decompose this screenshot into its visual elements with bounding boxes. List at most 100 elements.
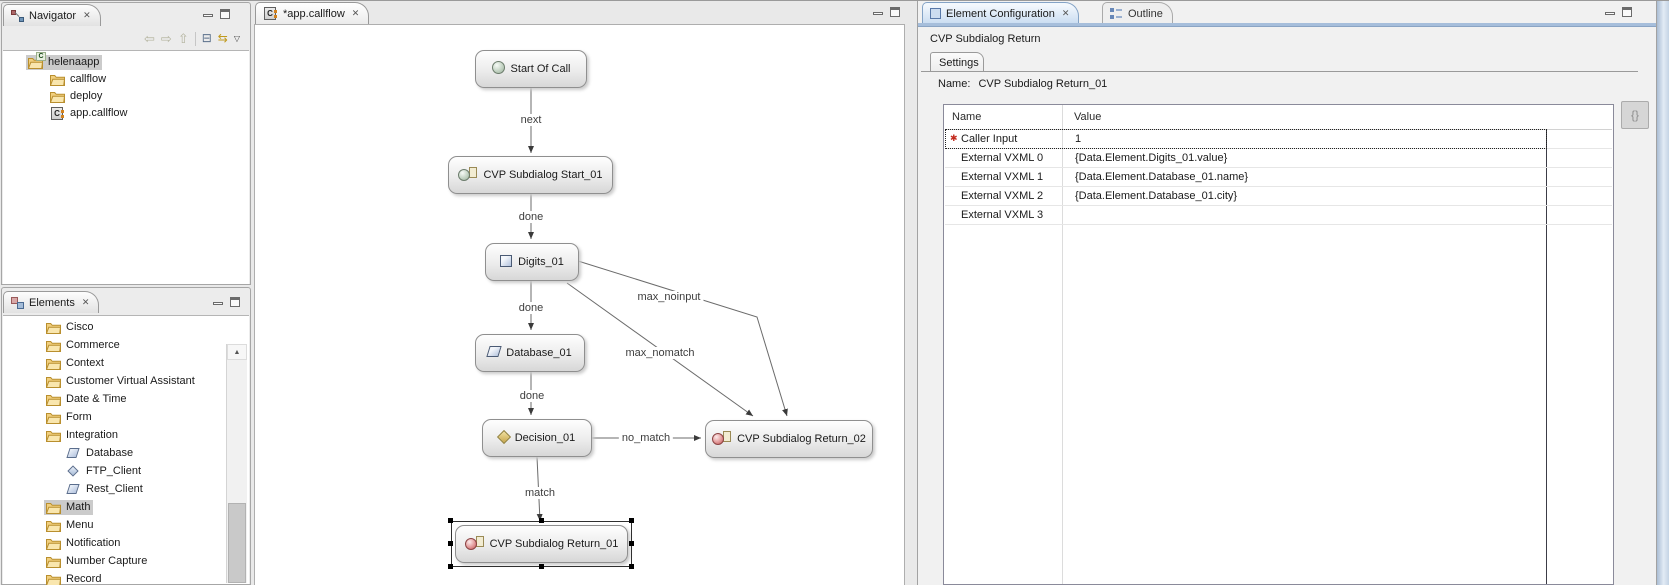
tab-app-callflow[interactable]: C *app.callflow ✕	[255, 2, 370, 24]
tree-item-menu[interactable]: Menu	[3, 516, 225, 534]
selection-handle[interactable]	[448, 518, 453, 523]
selection-handle[interactable]	[448, 541, 453, 546]
scroll-up-icon[interactable]: ▲	[227, 344, 247, 360]
setting-row-caller-input[interactable]: ✱Caller Input 1	[945, 129, 1612, 149]
column-header-value[interactable]: Value	[1074, 111, 1102, 123]
tree-item-context[interactable]: Context	[3, 354, 225, 372]
required-icon: ✱	[950, 133, 958, 143]
setting-value[interactable]: {Data.Element.Database_01.name}	[1075, 171, 1249, 183]
flow-node-cvp-subdialog-start-01[interactable]: CVP Subdialog Start_01	[448, 156, 613, 194]
connection-label-match[interactable]: match	[522, 487, 558, 499]
tab-navigator[interactable]: Navigator ✕	[3, 4, 101, 26]
flow-node-start-of-call[interactable]: Start Of Call	[475, 50, 587, 88]
tree-item-label: Menu	[66, 519, 94, 531]
close-icon[interactable]: ✕	[81, 297, 90, 307]
maximize-icon[interactable]	[220, 9, 230, 19]
folder-icon	[49, 90, 65, 103]
maximize-icon[interactable]	[230, 297, 240, 307]
selection-handle[interactable]	[629, 541, 634, 546]
connection-label-done[interactable]: done	[515, 211, 547, 223]
close-icon[interactable]: ✕	[83, 10, 91, 20]
tree-item-commerce[interactable]: Commerce	[3, 336, 225, 354]
selection-handle[interactable]	[538, 518, 544, 523]
minimize-icon[interactable]	[203, 14, 213, 17]
tab-element-configuration[interactable]: Element Configuration ✕	[922, 2, 1080, 24]
flow-node-database-01[interactable]: Database_01	[475, 334, 585, 372]
tab-elements[interactable]: Elements ✕	[3, 291, 100, 313]
setting-name: Caller Input	[961, 133, 1018, 145]
tree-item-math[interactable]: Math	[3, 498, 225, 516]
connection-label-max-nomatch[interactable]: max_nomatch	[622, 347, 698, 359]
setting-value[interactable]: 1	[1075, 133, 1082, 145]
forward-icon[interactable]: ⇨	[160, 31, 172, 46]
tree-item-deploy[interactable]: deploy	[3, 87, 225, 105]
collapse-all-icon[interactable]: ⊟	[201, 31, 212, 45]
tree-item-notification[interactable]: Notification	[3, 534, 225, 552]
selection-handle[interactable]	[629, 518, 634, 523]
folder-icon	[45, 537, 61, 550]
tree-item-ftp-client[interactable]: FTP_Client	[3, 462, 225, 480]
link-with-editor-icon[interactable]: ⇆	[217, 31, 228, 45]
tree-item-form[interactable]: Form	[3, 408, 225, 426]
minimize-icon[interactable]	[873, 12, 883, 15]
connection-label-next[interactable]: next	[517, 114, 545, 126]
column-header-name[interactable]: Name	[952, 111, 982, 123]
tree-item-date-time[interactable]: Date & Time	[3, 390, 225, 408]
connection-label-done[interactable]: done	[515, 302, 547, 314]
tree-item-label: callflow	[70, 73, 107, 85]
selection-handle[interactable]	[629, 564, 634, 569]
tree-item-customer-virtual-assistant[interactable]: Customer Virtual Assistant	[3, 372, 225, 390]
tree-item-callflow[interactable]: callflow	[3, 70, 225, 88]
tab-settings[interactable]: Settings	[930, 52, 984, 72]
selection-handle[interactable]	[448, 564, 453, 569]
view-menu-icon[interactable]: ▽	[233, 34, 240, 43]
callflow-file-icon: C	[262, 7, 278, 20]
setting-value[interactable]: {Data.Element.Database_01.city}	[1075, 190, 1238, 202]
up-icon[interactable]: ⇧	[177, 31, 189, 46]
tree-item-cisco[interactable]: Cisco	[3, 318, 225, 336]
scrollbar-thumb[interactable]	[228, 503, 246, 583]
flow-node-cvp-subdialog-return-01[interactable]: CVP Subdialog Return_01	[455, 525, 628, 563]
close-icon[interactable]: ✕	[1061, 8, 1070, 18]
maximize-icon[interactable]	[1622, 7, 1632, 17]
tree-item-database[interactable]: Database	[3, 444, 225, 462]
tree-item-number-capture[interactable]: Number Capture	[3, 552, 225, 570]
flow-node-decision-01[interactable]: Decision_01	[482, 419, 592, 457]
tree-item-integration[interactable]: Integration	[3, 426, 225, 444]
setting-row-external-vxml-3[interactable]: External VXML 3	[945, 206, 1612, 225]
close-icon[interactable]: ✕	[351, 8, 360, 18]
minimize-icon[interactable]	[1605, 12, 1615, 15]
setting-row-external-vxml-0[interactable]: External VXML 0{Data.Element.Digits_01.v…	[945, 149, 1612, 168]
connection-label-done[interactable]: done	[516, 390, 548, 402]
folder-icon	[45, 411, 61, 424]
setting-row-external-vxml-1[interactable]: External VXML 1{Data.Element.Database_01…	[945, 168, 1612, 187]
connection-label-no-match[interactable]: no_match	[618, 432, 674, 444]
digits-icon	[500, 254, 513, 270]
setting-row-external-vxml-2[interactable]: External VXML 2{Data.Element.Database_01…	[945, 187, 1612, 206]
config-tabrow: Element Configuration ✕ Outline	[918, 1, 1656, 25]
flow-node-cvp-subdialog-return-02[interactable]: CVP Subdialog Return_02	[705, 420, 873, 458]
tree-item-label: Notification	[66, 537, 121, 549]
connection-label-max-noinput[interactable]: max_noinput	[634, 291, 704, 303]
maximize-icon[interactable]	[890, 7, 900, 17]
minimize-icon[interactable]	[213, 302, 223, 305]
setting-value[interactable]: {Data.Element.Digits_01.value}	[1075, 152, 1228, 164]
flow-node-digits-01[interactable]: Digits_01	[485, 243, 579, 281]
selection-handle[interactable]	[538, 564, 544, 569]
editor-tabrow: C *app.callflow ✕	[253, 1, 906, 25]
back-icon[interactable]: ⇦	[144, 31, 155, 46]
elements-icon	[11, 296, 24, 309]
tree-item-record[interactable]: Record	[3, 570, 225, 585]
project-icon: C	[27, 51, 46, 69]
settings-tab-label: Settings	[939, 56, 979, 69]
elements-scrollbar[interactable]: ▲	[226, 344, 247, 583]
substitution-button[interactable]: {}	[1621, 101, 1649, 129]
tab-outline[interactable]: Outline	[1102, 2, 1173, 24]
tree-item-rest-client[interactable]: Rest_Client	[3, 480, 225, 498]
